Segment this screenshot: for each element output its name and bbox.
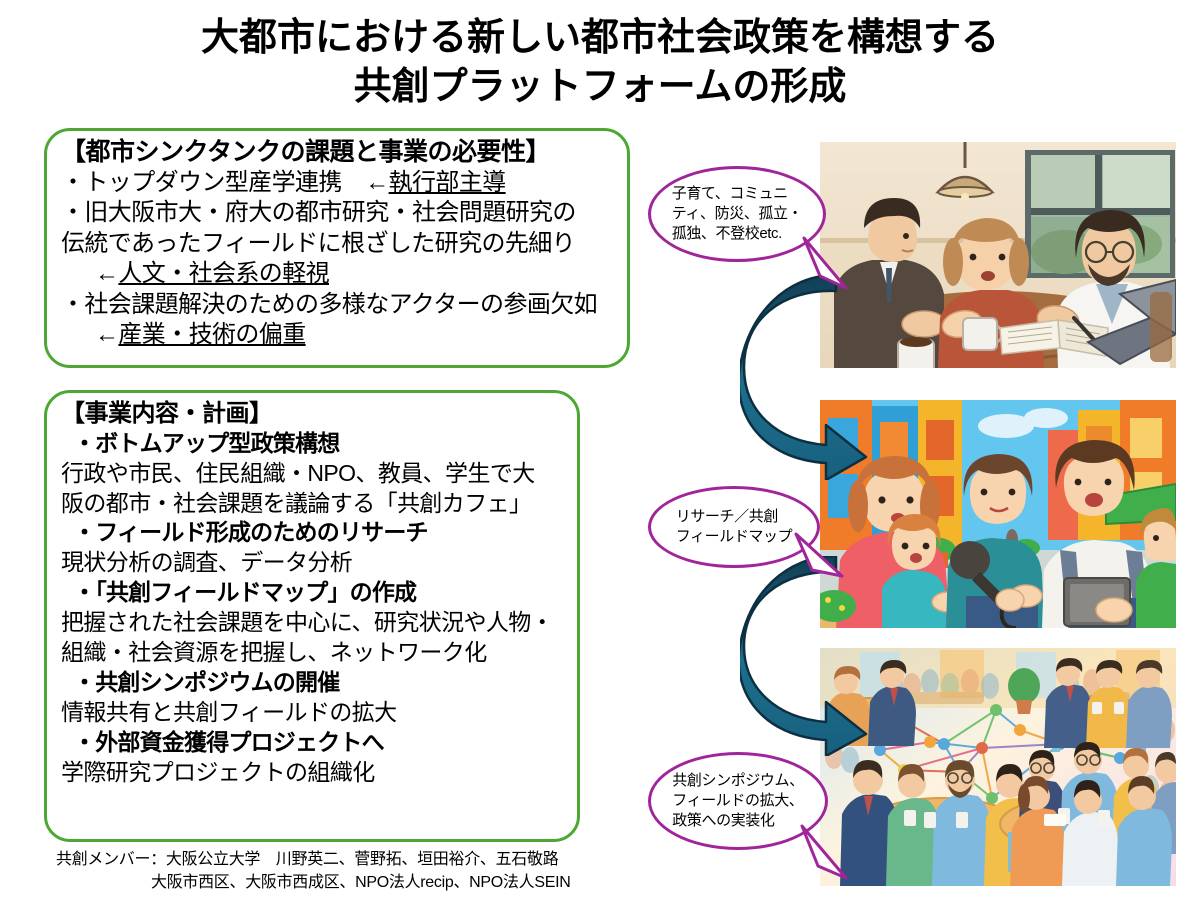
callout-bubble-research-text: リサーチ／共創 フィールドマップ (675, 507, 793, 545)
issues-underline-1: 執行部主導 (388, 169, 507, 196)
issues-line-4: ←人文・社会系の軽視 (95, 260, 330, 288)
flow-arrow-1 (740, 275, 868, 480)
issues-underline-2: 人文・社会系の軽視 (118, 260, 330, 288)
plan-item-1-title: ・ボトムアップ型政策構想 (73, 429, 340, 456)
title-line-2: 共創プラットフォームの形成 (353, 65, 847, 108)
plan-item-1-desc-a: 行政や市民、住民組織・NPO、教員、学生で大 (61, 459, 535, 486)
plan-item-1-desc-b: 阪の都市・社会課題を議論する「共創カフェ」 (61, 489, 532, 516)
flow-arrow-2 (740, 556, 868, 756)
callout-bubble-research: リサーチ／共創 フィールドマップ (648, 486, 820, 568)
issues-line-2: ・旧大阪市大・府大の都市研究・社会問題研究の (61, 199, 576, 227)
members-line-2: 大阪市西区、大阪市西成区、NPO法人recip、NPO法人SEIN (151, 874, 571, 892)
plan-item-5-desc: 学際研究プロジェクトの組織化 (61, 758, 375, 785)
plan-item-3-desc-b: 組織・社会資源を把握し、ネットワーク化 (61, 638, 487, 665)
issues-line-1: ・トップダウン型産学連携 ←執行部主導 (61, 169, 507, 196)
issues-underline-3: 産業・技術の偏重 (118, 321, 306, 349)
plan-heading: 【事業内容・計画】 (61, 400, 273, 427)
callout-tail-1 (802, 236, 848, 290)
issues-line-5: ・社会課題解決のための多様なアクターの参画欠如 (61, 290, 598, 318)
callout-bubble-issues-text: 子育て、コミュニ ティ、防災、孤立・ 孤独、不登校etc. (671, 184, 803, 243)
members-footer: 共創メンバー：大阪公立大学 川野英二、菅野拓、垣田裕介、五石敬路 大阪市西区、大… (56, 848, 676, 894)
issues-line-3: 伝統であったフィールドに根ざした研究の先細り (61, 229, 576, 257)
issues-box: 【都市シンクタンクの課題と事業の必要性】 ・トップダウン型産学連携 ←執行部主導… (44, 128, 630, 368)
plan-item-3-title: ・「共創フィールドマップ」の作成 (73, 579, 417, 606)
illustration-street-interview (820, 400, 1176, 628)
illustration-symposium-network (820, 648, 1176, 886)
plan-item-2-desc: 現状分析の調査、データ分析 (61, 549, 353, 576)
callout-bubble-issues: 子育て、コミュニ ティ、防災、孤立・ 孤独、不登校etc. (648, 166, 826, 262)
members-line-1: 共創メンバー：大阪公立大学 川野英二、菅野拓、垣田裕介、五石敬路 (56, 851, 559, 868)
callout-tail-3 (800, 824, 848, 880)
plan-item-3-desc-a: 把握された社会課題を中心に、研究状況や人物・ (61, 609, 554, 636)
plan-item-2-title: ・フィールド形成のためのリサーチ (73, 519, 429, 546)
issues-heading: 【都市シンクタンクの課題と事業の必要性】 (61, 138, 551, 166)
illustration-cafe-discussion (820, 142, 1176, 368)
title-line-1: 大都市における新しい都市社会政策を構想する (200, 17, 999, 59)
plan-item-5-title: ・外部資金獲得プロジェクトへ (73, 728, 385, 755)
plan-item-4-title: ・共創シンポジウムの開催 (73, 668, 340, 695)
issues-line-6: ←産業・技術の偏重 (95, 321, 306, 349)
page-title: 大都市における新しい都市社会政策を構想する 共創プラットフォームの形成 (0, 14, 1200, 111)
plan-box: 【事業内容・計画】 ・ボトムアップ型政策構想 行政や市民、住民組織・NPO、教員… (44, 390, 580, 842)
callout-bubble-symposium: 共創シンポジウム、 フィールドの拡大、 政策への実装化 (648, 752, 828, 850)
plan-item-4-desc: 情報共有と共創フィールドの拡大 (61, 698, 397, 725)
callout-tail-2 (794, 532, 844, 578)
callout-bubble-symposium-text: 共創シンポジウム、 フィールドの拡大、 政策への実装化 (672, 771, 804, 830)
